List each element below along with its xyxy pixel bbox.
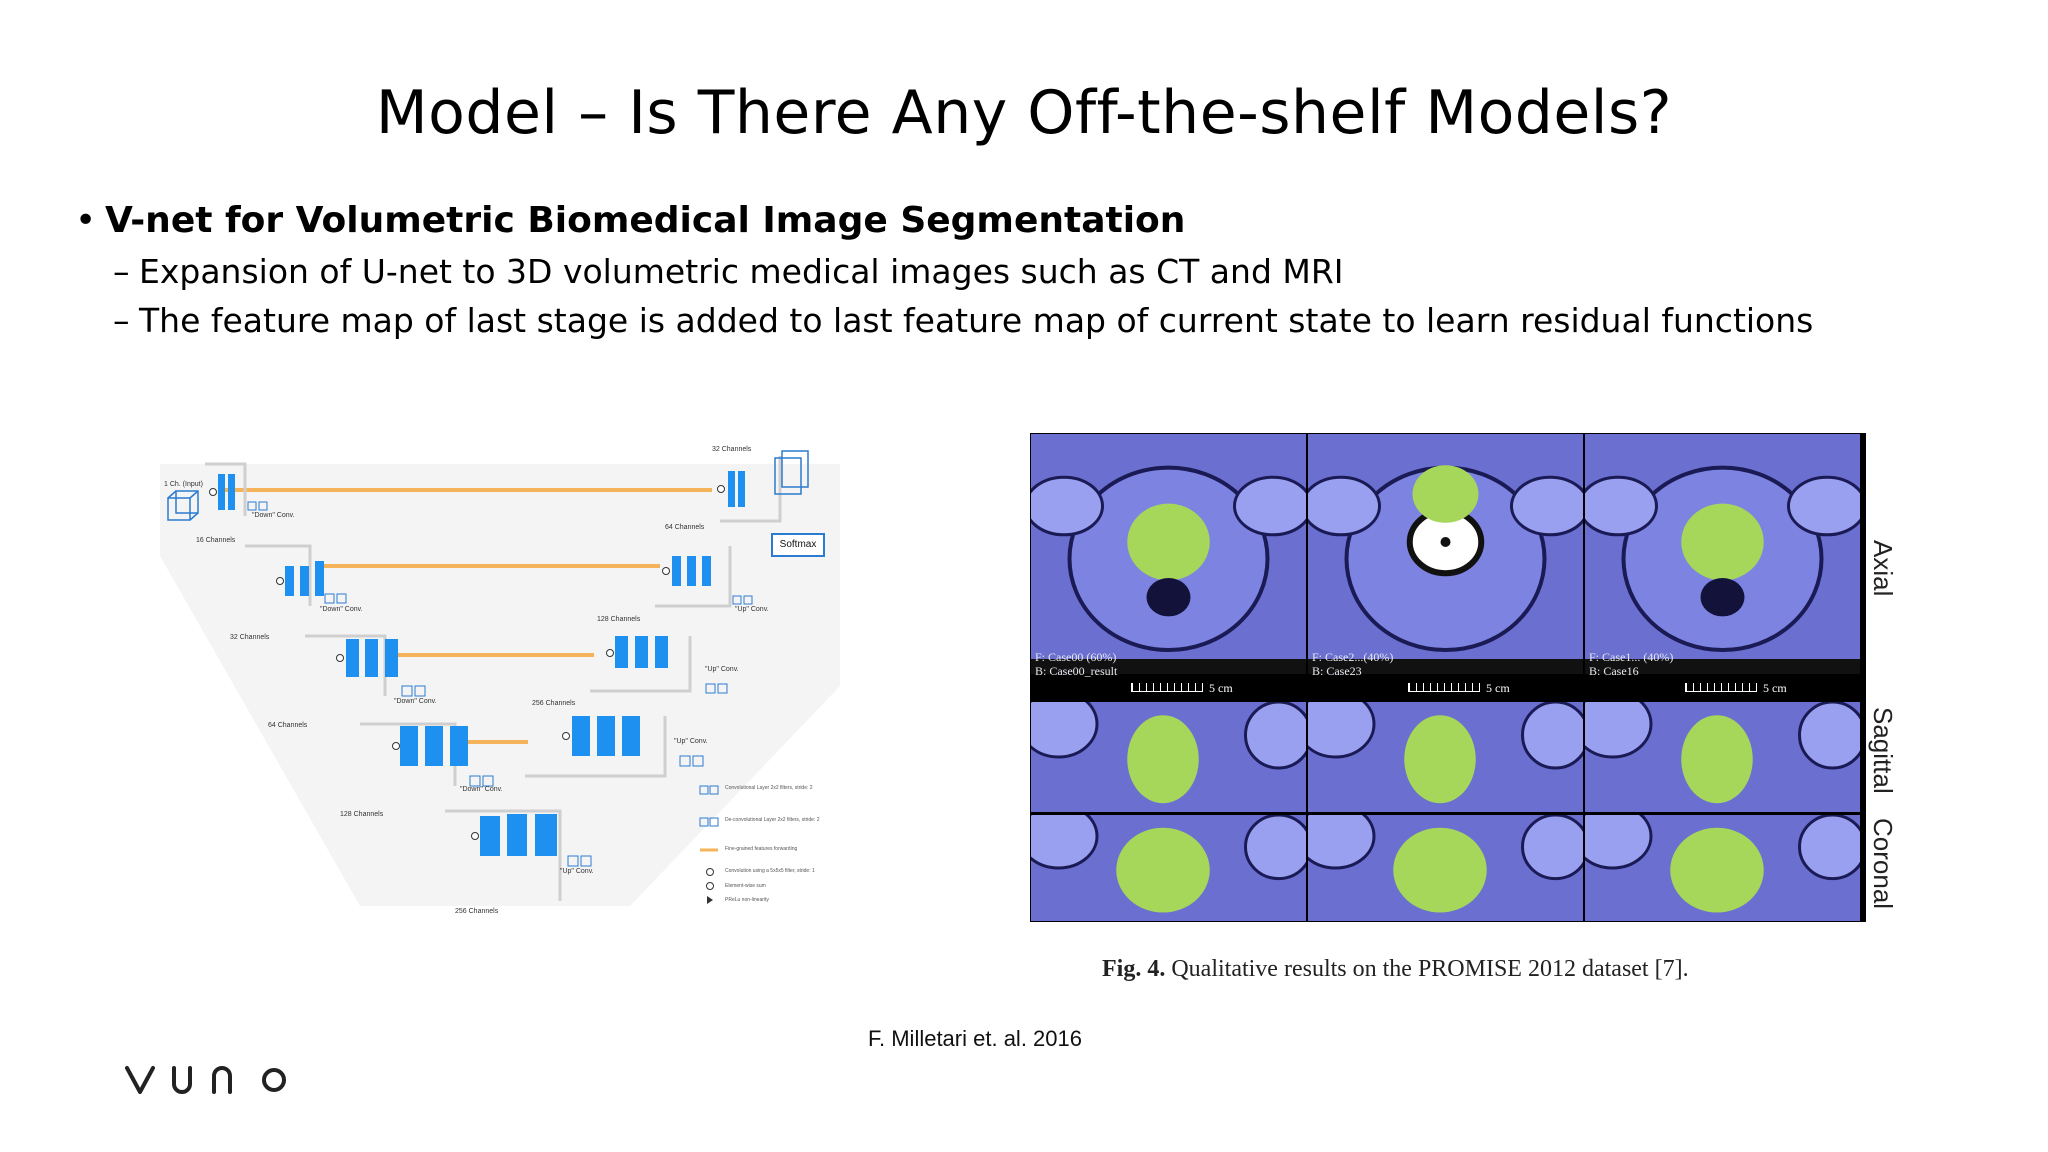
- citation: F. Milletari et. al. 2016: [868, 1026, 1082, 1051]
- segmentation-figure: F: Case00 (60%)B: Case00_result 5 cm F: Ca…: [1030, 433, 1866, 922]
- down-conv-label: "Down" Conv.: [252, 512, 295, 519]
- case-label-2: F: Case2...(40%)B: Case23: [1312, 650, 1393, 678]
- case-label-line: F: Case2...(40%): [1312, 650, 1394, 664]
- stage-label-4: 128 Channels: [340, 811, 384, 818]
- case-label-3: F: Case1... (40%)B: Case16: [1589, 650, 1673, 678]
- bullet-list: •V-net for Volumetric Biomedical Image S…: [75, 200, 1813, 350]
- mri-slice-sag-1: [1031, 702, 1306, 812]
- right-label-2: 64 Channels: [665, 524, 705, 531]
- row-label-sagittal: Sagittal: [1868, 707, 1898, 794]
- mri-slice-sag-2: [1308, 702, 1583, 812]
- legend-item-4: Convolution using a 5x5x5 filter, stride…: [725, 868, 815, 874]
- softmax-box: Softmax: [771, 533, 825, 557]
- right-label-3: 128 Channels: [597, 616, 641, 623]
- input-label: 1 Ch. (Input): [164, 481, 203, 488]
- dash-icon: –: [113, 252, 130, 291]
- vuno-logo-icon: [125, 1066, 286, 1094]
- case-label-line: B: Case23: [1312, 664, 1362, 678]
- up-conv-label: "Up" Conv.: [560, 868, 594, 875]
- subbullet-2-text: The feature map of last stage is added t…: [139, 301, 1814, 340]
- legend-item-6: PReLu non-linearity: [725, 897, 769, 903]
- scale-bar-1: 5 cm: [1131, 681, 1233, 696]
- case-label-line: B: Case16: [1589, 664, 1639, 678]
- figure-caption-prefix: Fig. 4.: [1102, 956, 1166, 982]
- scale-label: 5 cm: [1763, 681, 1787, 695]
- right-label-1: 32 Channels: [712, 446, 752, 453]
- subbullet-1-text: Expansion of U-net to 3D volumetric medi…: [139, 252, 1344, 291]
- stage-label-2: 32 Channels: [230, 634, 270, 641]
- down-conv-label: "Down" Conv.: [394, 698, 437, 705]
- row-label-coronal: Coronal: [1868, 818, 1898, 910]
- up-conv-label: "Up" Conv.: [674, 738, 708, 745]
- stage-label-1: 16 Channels: [196, 537, 236, 544]
- case-label-line: F: Case00 (60%): [1035, 650, 1117, 664]
- case-label-line: F: Case1... (40%): [1589, 650, 1674, 664]
- mri-slice-axial-3: [1585, 434, 1860, 674]
- mri-slice-cor-1: [1031, 815, 1306, 921]
- vnet-diagram: 1 Ch. (Input) 16 Channels 32 Channels 64…: [160, 436, 840, 926]
- case-label-line: B: Case00_result: [1035, 664, 1118, 678]
- case-label-1: F: Case00 (60%)B: Case00_result: [1035, 650, 1117, 678]
- legend-item-3: Fine-grained features forwarding: [725, 846, 798, 852]
- figure-caption-text: Qualitative results on the PROMISE 2012 …: [1171, 956, 1689, 982]
- scale-bar-2: 5 cm: [1408, 681, 1510, 696]
- stage-label-3: 64 Channels: [268, 722, 308, 729]
- mri-slice-sag-3: [1585, 702, 1860, 812]
- legend-item-5: Element-wise sum: [725, 883, 766, 889]
- legend-item-2: De-convolutional Layer 2x2 filters, stri…: [725, 817, 820, 823]
- subbullet-1: –Expansion of U-net to 3D volumetric med…: [113, 252, 1813, 301]
- subbullet-2: –The feature map of last stage is added …: [113, 301, 1813, 350]
- scale-label: 5 cm: [1486, 681, 1510, 695]
- mri-slice-axial-2: [1308, 434, 1583, 674]
- mri-slice-cor-2: [1308, 815, 1583, 921]
- up-conv-label: "Up" Conv.: [705, 666, 739, 673]
- mri-slice-axial-1: [1031, 434, 1306, 674]
- bullet-dot-icon: •: [75, 200, 97, 241]
- bullet-main-text: V-net for Volumetric Biomedical Image Se…: [105, 200, 1186, 241]
- down-conv-label: "Down" Conv.: [320, 606, 363, 613]
- scale-bar-3: 5 cm: [1685, 681, 1787, 696]
- scale-label: 5 cm: [1209, 681, 1233, 695]
- row-label-axial: Axial: [1868, 540, 1898, 597]
- up-conv-label: "Up" Conv.: [735, 606, 769, 613]
- bullet-main: •V-net for Volumetric Biomedical Image S…: [75, 200, 1813, 252]
- vnet-architecture-graphic: [160, 450, 840, 906]
- slide-title: Model – Is There Any Off-the-shelf Model…: [375, 78, 1673, 148]
- mri-slice-cor-3: [1585, 815, 1860, 921]
- right-label-4: 256 Channels: [532, 700, 576, 707]
- legend-item-1: Convolutional Layer 2x2 filters, stride:…: [725, 785, 813, 791]
- dash-icon: –: [113, 301, 130, 340]
- figure-caption: Fig. 4. Qualitative results on the PROMI…: [1102, 956, 1689, 983]
- down-conv-label: "Down" Conv.: [460, 786, 503, 793]
- stage-label-5: 256 Channels: [455, 908, 499, 915]
